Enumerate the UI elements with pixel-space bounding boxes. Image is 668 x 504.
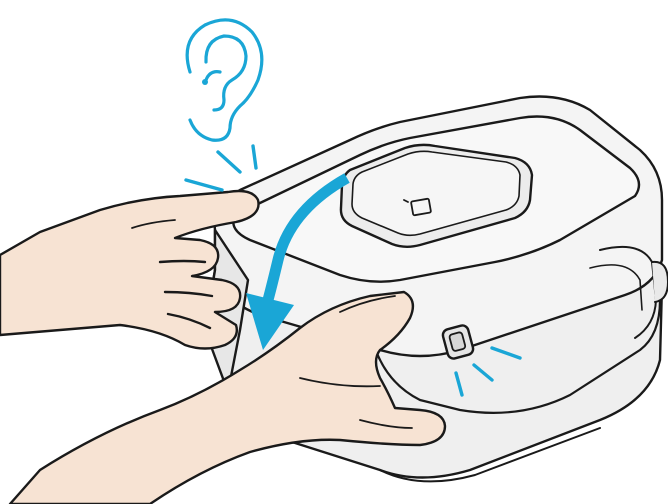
sound-line-top-2 xyxy=(218,152,240,172)
sound-line-top-3 xyxy=(253,146,256,168)
ear-icon xyxy=(187,20,262,140)
sound-lines-icon xyxy=(186,146,256,190)
sound-line-top-1 xyxy=(186,180,222,190)
left-finger-line-1 xyxy=(160,261,205,262)
